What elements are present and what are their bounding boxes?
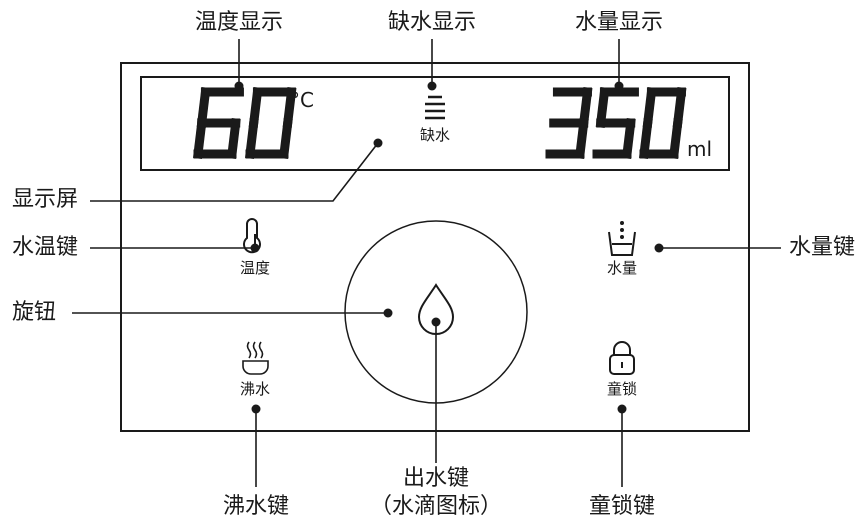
display-screen (140, 76, 730, 171)
dot-boil-key (251, 404, 261, 414)
segment-0-b (672, 86, 687, 129)
dot-water-short (427, 81, 437, 91)
segment-5-c (621, 117, 636, 160)
lock-key-label[interactable]: 童锁 (606, 380, 638, 398)
segment-3-c (574, 117, 589, 160)
callout-water-short-display: 缺水显示 (387, 10, 477, 35)
segment-0-e (244, 117, 259, 160)
dot-lock-key (617, 404, 627, 414)
dot-knob (383, 308, 393, 318)
temp-unit: °C (290, 88, 314, 112)
segment-0-f (642, 86, 657, 129)
volume-key-label[interactable]: 水量 (606, 259, 638, 277)
callout-temp-key: 水温键 (12, 235, 79, 260)
steam-bowl-icon (242, 341, 269, 375)
callout-boil-key: 沸水键 (222, 494, 290, 519)
leader-screen (90, 142, 379, 202)
water-level-icon (425, 95, 445, 120)
callout-temp-display: 温度显示 (194, 10, 284, 35)
segment-0-c (668, 117, 683, 160)
segment-6-c (226, 117, 241, 160)
callout-dispense-key-note: （水滴图标） (369, 494, 503, 519)
cup-icon (608, 221, 636, 256)
segment-6-e (192, 117, 207, 160)
dot-volume-key (654, 243, 664, 253)
callout-volume-display: 水量显示 (574, 10, 664, 35)
volume-unit: ml (687, 137, 713, 161)
dot-temp-display (234, 81, 244, 91)
temp-key-label[interactable]: 温度 (239, 259, 271, 277)
segment-0-b (282, 86, 297, 129)
volume-digits (545, 86, 687, 160)
callout-lock-key: 童锁键 (588, 494, 656, 519)
segment-5-f (595, 86, 610, 129)
segment-0-c (278, 117, 293, 160)
panel-frame (120, 62, 750, 432)
callout-knob: 旋钮 (12, 300, 57, 325)
water-short-label: 缺水 (419, 126, 451, 144)
callout-screen: 显示屏 (12, 187, 79, 212)
boil-key-label[interactable]: 沸水 (239, 380, 271, 398)
segment-3-b (578, 86, 593, 129)
segment-0-e (638, 117, 653, 160)
dot-temp-key (250, 243, 260, 253)
dot-screen (373, 138, 383, 148)
segment-6-f (196, 86, 211, 129)
thermometer-icon (243, 218, 261, 254)
dot-volume-display (614, 81, 624, 91)
lock-icon (609, 341, 635, 375)
dot-dispense-key (431, 317, 441, 327)
callout-dispense-key: 出水键 (402, 466, 470, 491)
segment-0-f (248, 86, 263, 129)
temp-digits (192, 86, 297, 160)
callout-volume-key: 水量键 (789, 235, 856, 260)
